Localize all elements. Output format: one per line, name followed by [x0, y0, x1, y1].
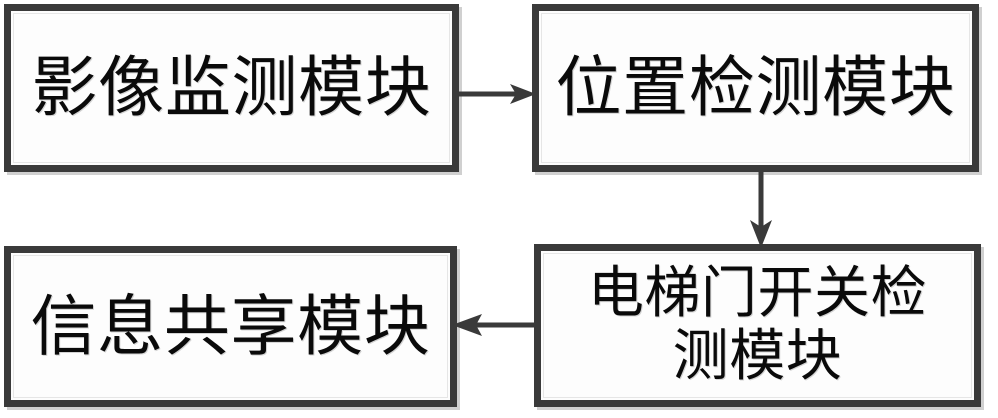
connector-position-to-door — [750, 168, 772, 248]
block-image-monitor-label: 影像监测模块 — [31, 49, 432, 126]
arrow-down-icon — [750, 220, 772, 248]
block-door-switch[interactable]: 电梯门开关检 测模块 — [534, 244, 981, 407]
arrow-right-icon — [510, 84, 536, 104]
block-image-monitor[interactable]: 影像监测模块 — [4, 4, 459, 172]
connector-door-to-info — [452, 314, 540, 336]
block-door-switch-label: 电梯门开关检 测模块 — [587, 260, 928, 389]
connector-image-to-position — [456, 84, 536, 104]
block-position-detect-label: 位置检测模块 — [555, 49, 956, 126]
block-info-share[interactable]: 信息共享模块 — [4, 246, 457, 407]
block-info-share-label: 信息共享模块 — [30, 287, 431, 365]
block-position-detect[interactable]: 位置检测模块 — [532, 4, 979, 172]
arrow-left-icon — [452, 314, 482, 336]
